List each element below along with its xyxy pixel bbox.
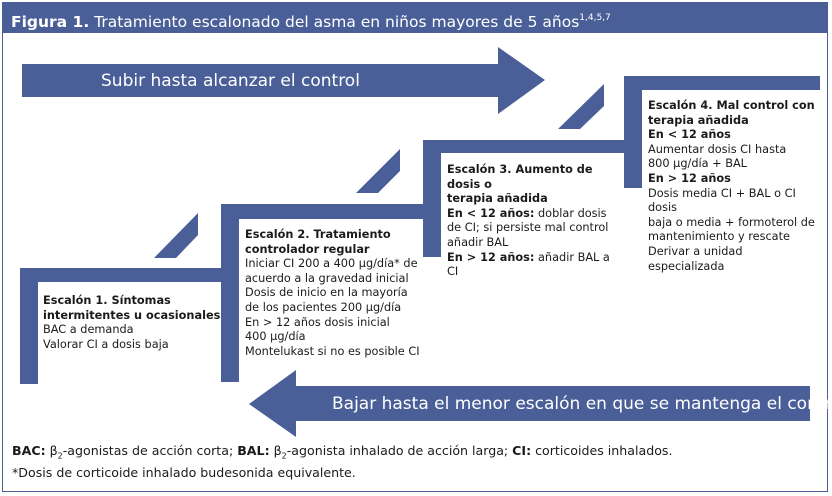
step-line: En > 12 años dosis inicial [245,315,390,329]
abbreviations-line: BAC: β2-agonistas de acción corta; BAL: … [12,443,818,465]
step-line: Derivar a unidad especializada [648,244,743,273]
footer-notes: BAC: β2-agonistas de acción corta; BAL: … [12,443,818,481]
step-3-4-chevron [558,84,604,129]
up-arrow [22,47,545,114]
step-line: 400 µg/día [245,330,306,344]
figure-label: Figura 1. [11,13,90,31]
up-arrow-label: Subir hasta alcanzar el control [101,71,360,91]
abbr-subscript: 2 [57,451,63,461]
abbr-key-ci: CI: [512,443,532,458]
step-3-frame [423,140,625,257]
step-heading: Escalón 1. Síntomas [43,294,171,307]
step-line: de CI; si persiste mal control [447,221,609,235]
step-line: En < 12 años [648,128,818,143]
abbr-subscript: 2 [281,451,287,461]
step-line: 800 µg/día + BAL [648,157,747,171]
step-4-frame [624,76,820,188]
step-heading: terapia añadida [447,192,548,206]
step-line-bold: En > 12 años [648,171,731,185]
step-1-frame [20,268,224,384]
step-heading: intermitentes u ocasionales [43,308,221,322]
step-line: mantenimiento y rescate [648,230,790,244]
step-line: Montelukast si no es posible CI [245,344,420,358]
step-line: En > 12 años [648,172,818,187]
step-line: Dosis media CI + BAL o CI dosis [648,186,796,215]
step-line: acuerdo a la gravedad inicial [245,271,409,285]
step-1-2-chevron [154,213,198,258]
footnote: *Dosis de corticoide inhalado budesonida… [12,464,356,480]
step-line: Aumentar dosis CI hasta [648,142,787,156]
down-arrow [249,370,810,437]
step-2-3-chevron [356,149,400,193]
step-line: BAC a demanda [43,323,134,337]
abbr-text: -agonistas de acción corta; [62,443,238,458]
abbr-key-bac: BAC: [12,443,46,458]
step-heading: Escalón 3. Aumento de dosis o [447,163,593,191]
abbr-text: β [269,443,282,458]
down-arrow-label: Bajar hasta el menor escalón en que se m… [332,394,832,414]
step-line: En > 12 años: añadir BAL a CI [447,250,610,279]
step-line: de los pacientes 200 µg/día [245,300,402,314]
abbr-key-bal: BAL: [237,443,270,458]
step-line: Iniciar CI 200 a 400 µg/día* de [245,257,418,271]
step-line: añadir BAL [447,235,509,249]
step-line: Dosis de inicio en la mayoría [245,286,408,300]
step-heading: controlador regular [245,242,370,256]
step-line: baja o media + formoterol de [648,215,815,229]
figure-references: 1,4,5,7 [579,13,611,23]
step-line-bold: En < 12 años [648,128,731,142]
step-line-bold: En < 12 años: [447,206,535,220]
step-line-bold: En > 12 años: [447,250,535,264]
step-line: En < 12 años: doblar dosis [447,206,607,220]
figure-title-bar: Figura 1. Tratamiento escalonado del asm… [3,3,827,33]
step-heading: Escalón 4. Mal control con [648,99,815,112]
abbr-text: corticoides inhalados. [531,443,673,458]
figure-title: Tratamiento escalonado del asma en niños… [94,13,580,31]
step-heading: Escalón 2. Tratamiento [245,228,391,241]
step-heading: terapia añadida [648,113,749,127]
abbr-text: β [45,443,58,458]
abbr-text: -agonista inhalado de acción larga; [286,443,513,458]
step-line: Valorar CI a dosis baja [43,337,169,351]
